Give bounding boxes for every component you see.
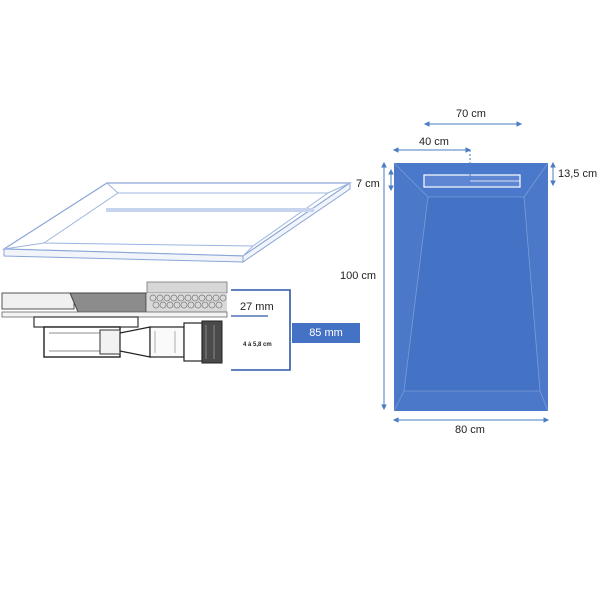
height-27mm-label: 27 mm xyxy=(240,301,274,313)
width-bottom-label: 80 cm xyxy=(455,424,485,436)
tray-plan-icon xyxy=(393,162,549,412)
height-label: 100 cm xyxy=(340,270,376,282)
total-height-badge: 85 mm xyxy=(292,323,360,343)
top-offset-label: 7 cm xyxy=(356,178,380,190)
drain-offset-label: 40 cm xyxy=(419,136,449,148)
range-label: 4 à 5,8 cm xyxy=(243,342,272,348)
tray-perspective-icon xyxy=(2,182,352,263)
width-top-label: 70 cm xyxy=(456,108,486,120)
drain-depth-label: 13,5 cm xyxy=(558,168,597,180)
drain-section-icon xyxy=(1,281,291,371)
total-height-label: 85 mm xyxy=(309,327,343,339)
plan-dimension-lines xyxy=(381,121,556,423)
gravel-texture xyxy=(147,293,227,312)
